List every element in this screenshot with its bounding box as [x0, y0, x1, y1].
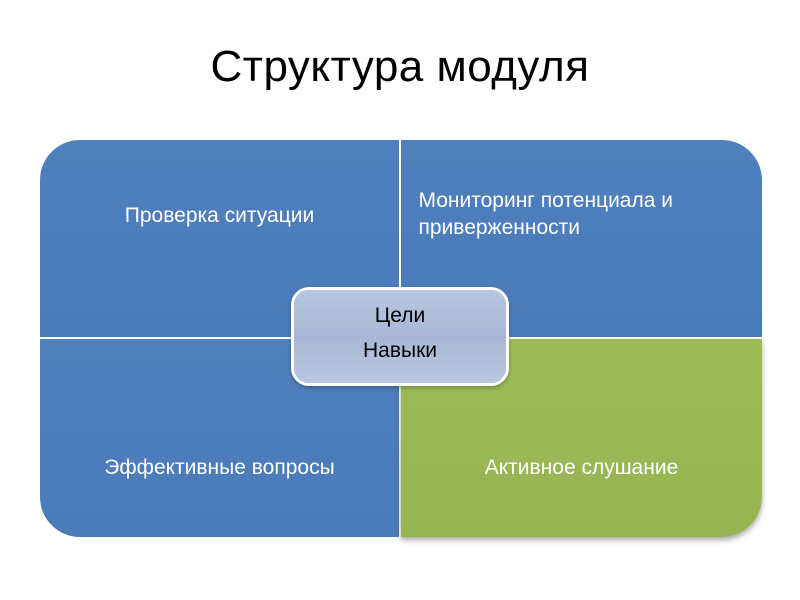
matrix-diagram: Проверка ситуации Мониторинг потенциала …	[40, 140, 762, 537]
quadrant-top-left: Проверка ситуации	[40, 140, 399, 337]
quadrant-label-active-listening: Активное слушание	[484, 455, 679, 479]
quadrant-label-monitoring: Мониторинг потенциала и приверженности	[418, 189, 673, 240]
quadrant-label-situation-check: Проверка ситуации	[124, 204, 315, 227]
slide-title: Структура модуля	[210, 42, 590, 91]
quadrant-label-effective-questions: Эффективные вопросы	[104, 455, 335, 479]
center-label-skills: Навыки	[294, 336, 506, 383]
center-box: Цели Навыки	[291, 287, 509, 386]
center-label-goals: Цели	[294, 290, 506, 337]
